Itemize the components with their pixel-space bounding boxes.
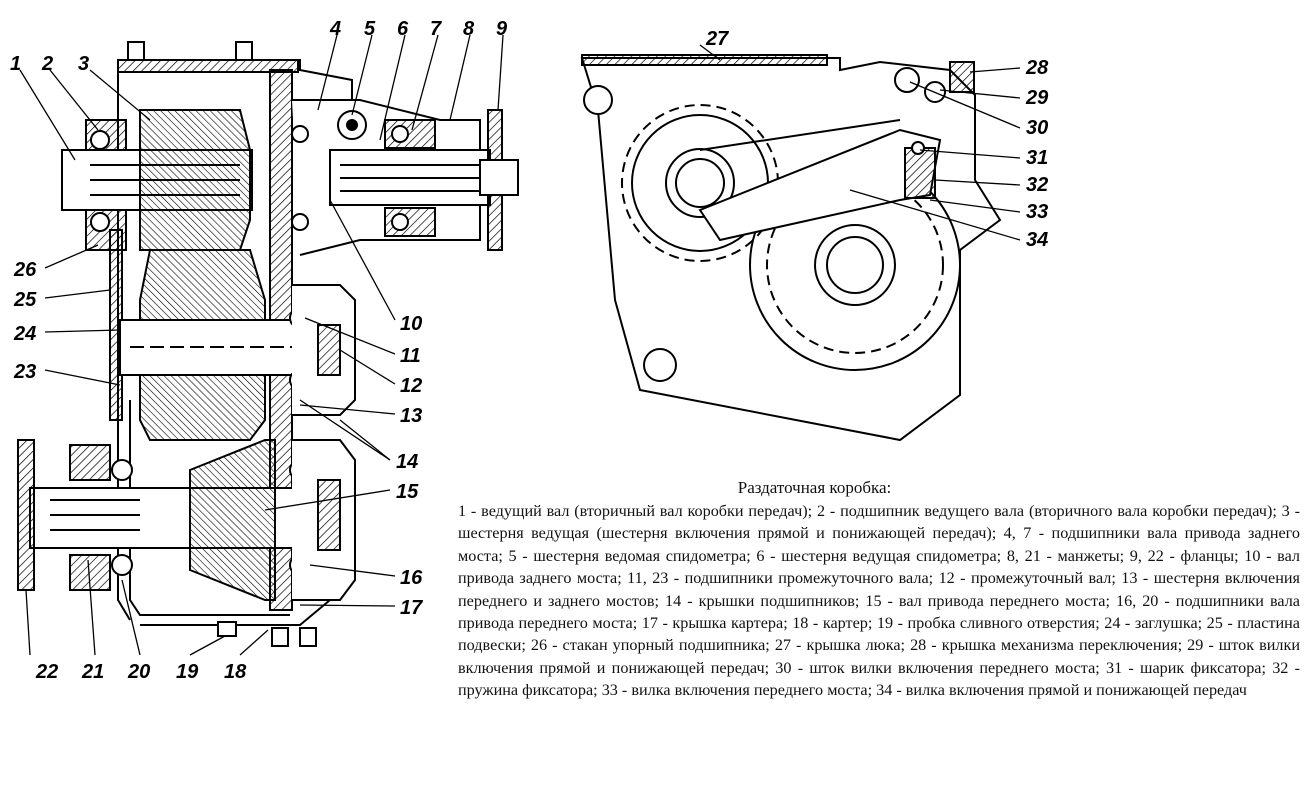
shift-mechanism-cover — [949, 61, 975, 93]
sectional-view — [17, 41, 519, 647]
label-29: 29 — [1025, 87, 1049, 109]
label-33: 33 — [1026, 201, 1048, 223]
top-cover — [117, 59, 299, 73]
front-flange — [17, 439, 35, 591]
label-31: 31 — [1026, 147, 1048, 169]
label-24: 24 — [13, 323, 36, 345]
label-17: 17 — [400, 597, 423, 619]
label-27: 27 — [705, 28, 729, 50]
label-1: 1 — [10, 53, 21, 75]
detent-spring — [904, 147, 936, 199]
label-11: 11 — [400, 345, 421, 367]
label-20: 20 — [127, 661, 150, 683]
caption-title: Раздаточная коробка: — [737, 478, 892, 497]
hatch-cover — [581, 54, 828, 66]
label-25: 25 — [13, 289, 37, 311]
label-22: 22 — [35, 661, 58, 683]
label-4: 4 — [329, 18, 341, 40]
label-6: 6 — [397, 18, 409, 40]
label-5: 5 — [364, 18, 376, 40]
label-26: 26 — [13, 259, 37, 281]
label-10: 10 — [400, 313, 422, 335]
drain-plug — [217, 621, 237, 637]
part-labels: 1 2 3 4 5 6 7 8 9 10 11 12 13 14 15 16 1… — [10, 18, 1049, 683]
caption-body: 1 - ведущий вал (вторичный вал коробки п… — [458, 502, 1300, 700]
label-19: 19 — [176, 661, 199, 683]
case-body — [580, 57, 1002, 442]
drive-gear — [139, 109, 251, 251]
label-23: 23 — [13, 361, 36, 383]
shift-mechanism-view — [580, 54, 1002, 442]
label-18: 18 — [224, 661, 247, 683]
label-8: 8 — [463, 18, 475, 40]
label-2: 2 — [41, 53, 53, 75]
label-7: 7 — [430, 18, 442, 40]
label-30: 30 — [1026, 117, 1048, 139]
label-34: 34 — [1026, 229, 1048, 251]
label-32: 32 — [1026, 174, 1048, 196]
label-15: 15 — [396, 481, 419, 503]
label-9: 9 — [496, 18, 508, 40]
label-13: 13 — [400, 405, 422, 427]
front-axle-shaft — [29, 487, 341, 549]
front-drive-gear — [189, 439, 276, 601]
label-28: 28 — [1025, 57, 1049, 79]
shift-rod — [894, 67, 920, 93]
label-21: 21 — [81, 661, 104, 683]
leader-lines-left — [19, 34, 504, 656]
label-3: 3 — [78, 53, 89, 75]
label-16: 16 — [400, 567, 423, 589]
label-12: 12 — [400, 375, 422, 397]
leader-lines-right — [699, 44, 1021, 241]
label-14: 14 — [396, 451, 418, 473]
